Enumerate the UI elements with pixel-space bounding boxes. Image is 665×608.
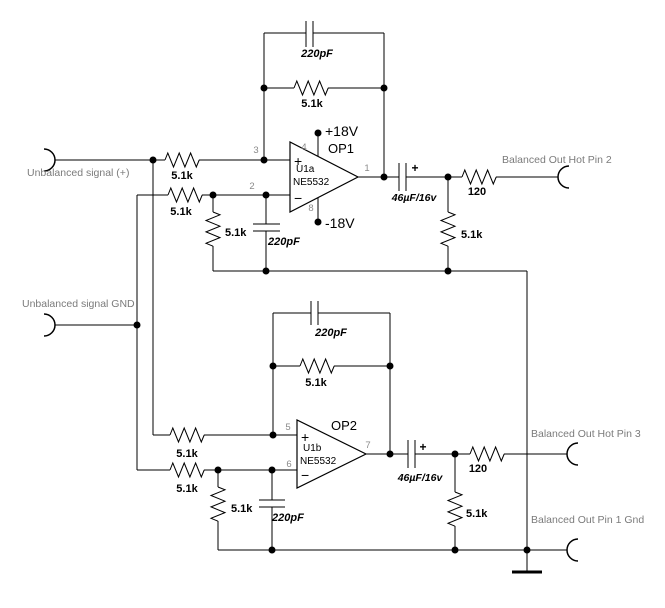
junction-dot [268,466,276,474]
junction-dot [209,191,217,199]
s1-r-feedback-value: 5.1k [301,98,323,110]
s1-r-pulldown-value: 5.1k [461,229,483,241]
junction-dot [133,321,141,329]
s1-designator: U1a [296,164,315,175]
s2-c-feedback-value: 220pF [314,327,347,339]
resistor-s1-input-bottom [167,186,203,204]
s1-supply-pos-label: +18V [325,123,359,139]
s1-r-input-bottom-value: 5.1k [170,206,192,218]
s2-part-number: NE5532 [300,456,337,467]
supply-pos-terminal-dot [314,129,322,137]
s1-c-feedback-value: 220pF [300,48,333,60]
s2-r-output-value: 120 [469,463,487,475]
s2-noninv-sign: + [301,429,309,445]
junction-dot [214,466,222,474]
junction-dot [269,362,277,370]
junction-dot [262,267,270,275]
capacitor-s2-output-icon [407,440,416,468]
s2-r-feedback-value: 5.1k [305,377,327,389]
junction-dot [386,450,394,458]
s1-opamp-name: OP1 [328,141,354,156]
s1-c-output-value: 46µF/16v [391,192,438,204]
opamp-u1a-triangle [289,141,360,213]
resistor-s2-input-bottom [169,461,205,479]
resistor-s1-input-top [164,151,200,169]
s2-r-pulldown-value: 5.1k [466,508,488,520]
capacitor-s1-shunt-icon [253,223,280,232]
s2-inv-sign: − [301,467,309,483]
junction-dot [149,156,157,164]
s1-supply-neg-label: -18V [325,215,355,231]
junction-dots [133,84,531,554]
s2-r-input-top-value: 5.1k [176,448,198,460]
resistor-s2-pulldown [446,491,464,527]
junction-dot [380,173,388,181]
balanced-hot-pin3-label: Balanced Out Hot Pin 3 [531,428,641,440]
resistor-s2-shunt [209,486,227,522]
s1-inv-sign: − [294,190,302,206]
resistor-s1-shunt [204,211,222,247]
s2-c-output-value: 46µF/16v [397,472,444,484]
resistor-s2-input-top [169,426,205,444]
capacitor-s1-output-icon [398,163,407,191]
junction-dot [451,546,459,554]
resistor-s1-pulldown [439,211,457,247]
junction-dot [451,450,459,458]
junction-dot [262,191,270,199]
connector-balanced-hot-pin2-icon [557,165,570,189]
supply-neg-terminal-dot [314,218,322,226]
connector-balanced-hot-pin3-icon [566,442,579,466]
connector-unbalanced-gnd-icon [43,313,56,337]
capacitor-s1-feedback-icon [305,21,314,47]
junction-dot [260,84,268,92]
s2-pin-inv: 6 [286,459,291,470]
balanced-pin1-gnd-label: Balanced Out Pin 1 Gnd [531,514,644,526]
s1-c-output-polarity: + [411,161,418,175]
unbalanced-hot-label: Unbalanced signal (+) [27,167,129,179]
s2-pin-out: 7 [365,440,370,451]
s2-opamp-name: OP2 [331,418,357,433]
s1-noninv-sign: + [294,153,302,169]
s2-c-shunt-value: 220pF [271,512,304,524]
junction-dot [380,84,388,92]
junction-dot [444,173,452,181]
capacitor-s2-shunt-icon [259,499,285,508]
junction-dot [523,546,531,554]
s2-pin-noninv: 5 [285,422,290,433]
junction-dot [269,431,277,439]
resistor-s2-feedback [299,357,335,375]
s2-r-input-bottom-value: 5.1k [176,483,198,495]
s1-part-number: NE5532 [293,177,330,188]
junction-dot [444,267,452,275]
opamp-u1b-triangle [296,419,368,489]
s2-r-shunt-value: 5.1k [231,503,253,515]
s1-c-shunt-value: 220pF [267,236,300,248]
connector-balanced-pin1-gnd-icon [566,538,579,562]
wires [55,32,567,572]
s1-pin-noninv: 3 [253,145,258,156]
s1-pin-out: 1 [364,163,369,174]
junction-dot [268,546,276,554]
s1-r-input-top-value: 5.1k [171,170,193,182]
s1-pin-vplus: 4 [301,142,306,153]
s1-pin-inv: 2 [249,181,254,192]
unbalanced-gnd-label: Unbalanced signal GND [22,298,135,310]
resistor-s1-output-120 [461,168,497,186]
s1-r-output-value: 120 [468,186,486,198]
resistor-s2-output-120 [469,445,505,463]
capacitor-s2-feedback-icon [310,301,319,325]
s1-pin-vminus: 8 [308,203,313,214]
junction-dot [260,156,268,164]
connector-unbalanced-hot-icon [43,148,56,172]
s2-c-output-polarity: + [419,440,426,454]
junction-dot [386,362,394,370]
s1-r-shunt-value: 5.1k [225,227,247,239]
s2-designator: U1b [303,443,322,454]
balanced-hot-pin2-label: Balanced Out Hot Pin 2 [502,154,612,166]
resistor-s1-feedback [293,79,329,97]
